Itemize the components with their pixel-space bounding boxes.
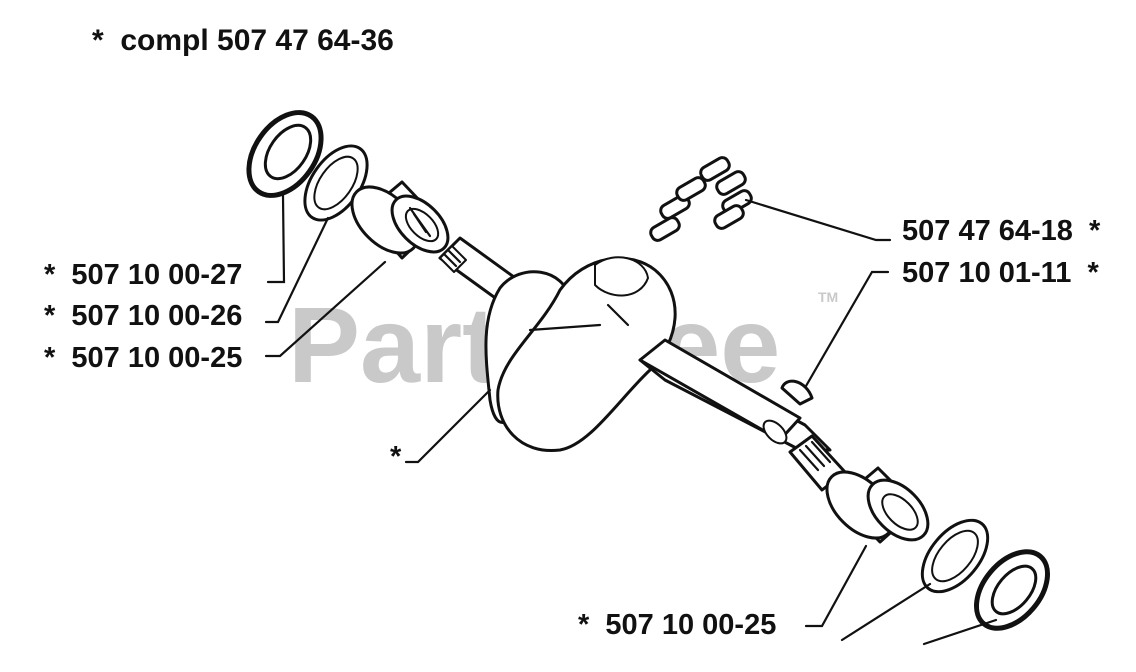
leader-bearing-left <box>264 260 387 358</box>
callout-crankshaft: * <box>390 441 402 473</box>
callout-bearing-left: * 507 10 00-25 <box>44 342 242 374</box>
callout-bearing-right: * 507 10 00-25 <box>578 609 776 641</box>
assembly-label: * compl 507 47 64-36 <box>92 24 394 57</box>
bearing-left <box>350 180 450 260</box>
needle-rollers <box>649 156 753 242</box>
leader-bearing-right <box>804 544 868 628</box>
callout-needle-rollers: 507 47 64-18 * <box>902 215 1101 247</box>
washer-right <box>920 518 990 594</box>
callout-seal-left: * 507 10 00-27 <box>44 259 242 291</box>
watermark-tm: TM <box>818 289 838 305</box>
leader-crankshaft <box>404 388 492 464</box>
woodruff-key <box>780 379 814 406</box>
crankshaft <box>438 236 847 492</box>
leader-washer-left <box>264 216 330 324</box>
leader-seal-left <box>266 194 286 284</box>
callout-washer-left: * 507 10 00-26 <box>44 300 242 332</box>
leader-needle-rollers <box>744 198 892 242</box>
callout-woodruff-key: 507 10 01-11 * <box>902 257 1099 289</box>
seal-right <box>974 549 1050 631</box>
leader-woodruff-key <box>804 270 890 388</box>
bearing-right <box>825 466 930 544</box>
leader-washer-right <box>840 582 932 642</box>
seal-left <box>246 110 324 198</box>
leader-seal-right <box>922 618 998 646</box>
